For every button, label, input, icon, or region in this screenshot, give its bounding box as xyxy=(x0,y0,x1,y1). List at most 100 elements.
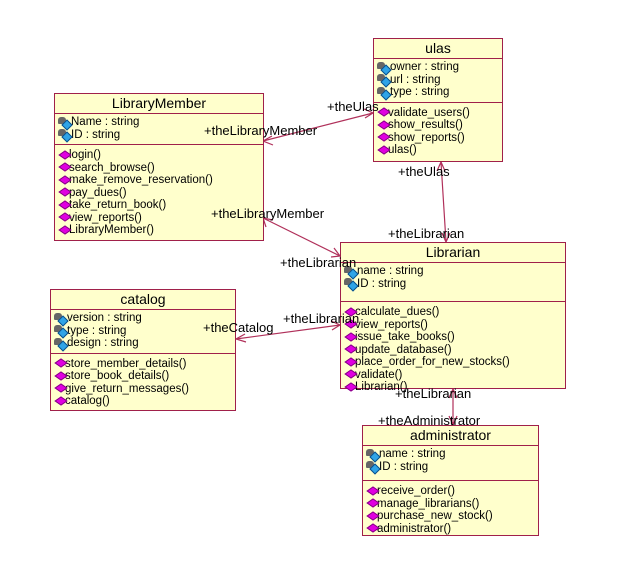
operation-row: show_results() xyxy=(377,119,502,132)
public-operation-icon xyxy=(344,344,358,354)
operation-row: ulas() xyxy=(377,144,502,157)
operation-text: pay_dues() xyxy=(69,186,127,199)
operation-row: receive_order() xyxy=(366,485,538,498)
attribute-row: ID : string xyxy=(366,461,538,475)
operation-list: validate_users() show_results() show_rep… xyxy=(374,103,502,159)
public-operation-icon xyxy=(58,162,72,172)
public-operation-icon xyxy=(58,175,72,185)
public-operation-icon xyxy=(344,369,358,379)
role-label-the-library-member: +theLibraryMember xyxy=(204,123,318,138)
attribute-row: name : string xyxy=(366,448,538,463)
private-attribute-icon xyxy=(377,61,392,76)
operation-text: ulas() xyxy=(388,144,417,156)
operation-text: validate_users() xyxy=(388,106,470,119)
public-operation-icon xyxy=(58,212,72,222)
attribute-row: url : string xyxy=(377,73,502,88)
public-operation-icon xyxy=(366,511,380,521)
class-librarian[interactable]: Librarian name : string ID : string calc… xyxy=(340,242,566,393)
assoc-member-librarian xyxy=(262,217,341,257)
operation-text: Librarian() xyxy=(355,381,408,393)
operation-text: catalog() xyxy=(65,395,110,407)
arrowhead-catalog xyxy=(234,333,247,343)
role-label-the-library-member-2: +theLibraryMember xyxy=(211,206,325,221)
operation-text: give_return_messages() xyxy=(65,382,190,395)
operation-row: calculate_dues() xyxy=(344,306,565,319)
attribute-list: owner : string url : string type : strin… xyxy=(374,59,502,103)
class-library-member[interactable]: LibraryMember Name : string ID : string … xyxy=(54,93,264,241)
operation-row: login() xyxy=(58,149,263,162)
private-attribute-icon xyxy=(58,116,73,131)
public-operation-icon xyxy=(58,225,72,235)
operation-text: purchase_new_stock() xyxy=(377,510,493,522)
operation-row: view_reports() xyxy=(344,319,565,332)
operation-text: store_book_details() xyxy=(65,370,170,382)
operation-row: place_order_for_new_stocks() xyxy=(344,356,565,369)
operation-row: LibraryMember() xyxy=(58,224,263,237)
operation-row: validate() xyxy=(344,368,565,382)
operation-row: search_browse() xyxy=(58,162,263,175)
role-label-the-librarian-bottom: +theLibrarian xyxy=(395,386,472,401)
private-attribute-icon xyxy=(377,74,392,88)
private-attribute-icon xyxy=(377,86,392,101)
attribute-text: url : string xyxy=(390,73,441,86)
attribute-text: ID : string xyxy=(357,277,407,290)
operation-text: administrator() xyxy=(377,522,452,535)
class-administrator[interactable]: administrator name : string ID : string … xyxy=(362,425,539,536)
attribute-text: type : string xyxy=(67,324,127,337)
attribute-list: version : string type : string design : … xyxy=(51,310,235,354)
operation-text: validate() xyxy=(355,368,403,381)
public-operation-icon xyxy=(58,187,72,197)
operation-row: administrator() xyxy=(366,522,538,536)
operation-row: Librarian() xyxy=(344,381,565,394)
operation-row: manage_librarians() xyxy=(366,497,538,511)
public-operation-icon xyxy=(377,145,391,155)
role-label-the-librarian-left: +theLibrarian xyxy=(280,255,357,270)
class-ulas[interactable]: ulas owner : string url : string type : … xyxy=(373,38,503,162)
role-label-the-ulas: +theUlas xyxy=(327,99,379,114)
public-operation-icon xyxy=(344,332,358,342)
public-operation-icon xyxy=(54,383,68,393)
attribute-row: type : string xyxy=(54,324,235,339)
operation-row: store_book_details() xyxy=(54,370,235,383)
public-operation-icon xyxy=(54,371,68,381)
operation-text: login() xyxy=(69,149,101,161)
operation-row: catalog() xyxy=(54,395,235,408)
public-operation-icon xyxy=(366,523,380,533)
role-label-the-librarian-top: +theLibrarian xyxy=(388,226,465,241)
operation-row: update_database() xyxy=(344,344,565,357)
operation-text: show_results() xyxy=(388,119,463,131)
attribute-text: type : string xyxy=(390,86,450,98)
operation-row: take_return_book() xyxy=(58,199,263,212)
attribute-row: ID : string xyxy=(344,277,565,292)
public-operation-icon xyxy=(344,357,358,367)
class-catalog[interactable]: catalog version : string type : string d… xyxy=(50,289,236,411)
operation-row: validate_users() xyxy=(377,106,502,120)
private-attribute-icon xyxy=(366,461,381,475)
operation-text: view_reports() xyxy=(69,211,142,224)
attribute-row: ID : string xyxy=(58,129,263,143)
operation-text: take_return_book() xyxy=(69,199,167,211)
operation-text: manage_librarians() xyxy=(377,497,480,510)
public-operation-icon xyxy=(377,107,391,117)
operation-text: make_remove_reservation() xyxy=(69,174,213,186)
attribute-row: Name : string xyxy=(58,116,263,131)
operation-row: issue_take_books() xyxy=(344,331,565,344)
operation-row: show_reports() xyxy=(377,132,502,145)
class-title: Librarian xyxy=(341,243,565,263)
attribute-text: name : string xyxy=(379,448,446,460)
private-attribute-icon xyxy=(344,278,359,292)
private-attribute-icon xyxy=(344,265,359,280)
public-operation-icon xyxy=(344,382,358,392)
public-operation-icon xyxy=(377,120,391,130)
class-title: catalog xyxy=(51,290,235,310)
attribute-list: name : string ID : string xyxy=(341,263,565,302)
operation-row: give_return_messages() xyxy=(54,382,235,396)
public-operation-icon xyxy=(54,396,68,406)
attribute-text: name : string xyxy=(357,265,424,277)
public-operation-icon xyxy=(366,498,380,508)
class-title: ulas xyxy=(374,39,502,59)
attribute-text: version : string xyxy=(67,312,142,324)
role-label-the-administrator: +theAdministrator xyxy=(378,413,481,428)
attribute-list: Name : string ID : string xyxy=(55,114,263,145)
attribute-list: name : string ID : string xyxy=(363,446,538,481)
